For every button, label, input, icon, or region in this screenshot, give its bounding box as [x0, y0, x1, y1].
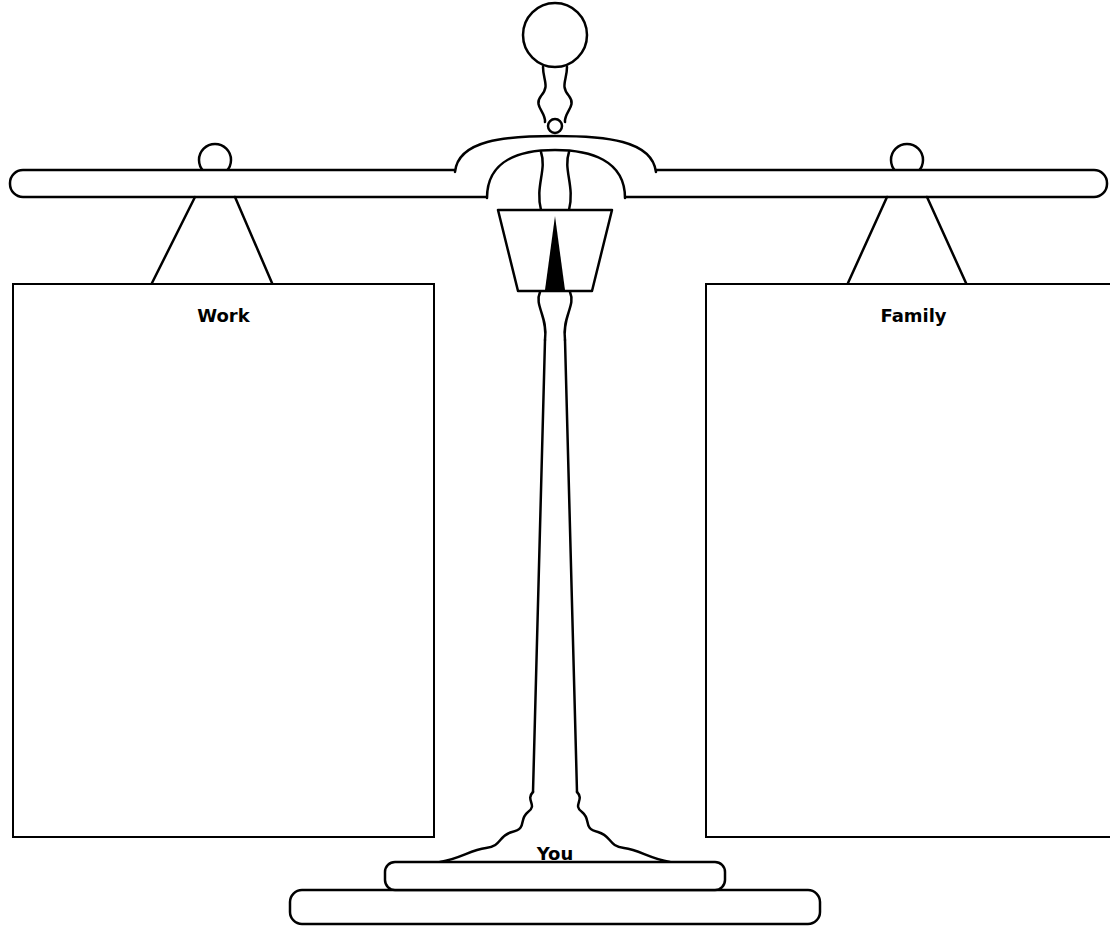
- pivot-ring: [548, 119, 562, 133]
- pillar-bulb: [565, 292, 572, 340]
- box-heading: Work: [14, 305, 433, 326]
- pointer-housing: [498, 210, 612, 291]
- pillar: [565, 340, 577, 792]
- box-heading: Family: [707, 305, 1110, 326]
- arch-fill: [487, 150, 625, 200]
- pan-hanger: [152, 197, 272, 283]
- scale-column: [539, 152, 542, 210]
- scale-base: [385, 862, 725, 890]
- scale-inner-arch: [487, 150, 625, 198]
- pan-hanger: [848, 197, 966, 283]
- scale-column: [567, 152, 570, 210]
- pillar: [533, 340, 545, 792]
- pillar-bulb: [538, 292, 545, 340]
- pointer: [545, 216, 565, 290]
- scale-neck: [538, 67, 545, 122]
- pan-box: Work: [12, 283, 435, 838]
- scale-base: [290, 890, 820, 924]
- pillar-flare: [577, 792, 670, 862]
- pillar-flare: [440, 792, 533, 862]
- base-label: You: [537, 843, 574, 864]
- scale-neck: [564, 67, 571, 122]
- scale-knob: [523, 3, 587, 67]
- pan-box: Family: [705, 283, 1110, 838]
